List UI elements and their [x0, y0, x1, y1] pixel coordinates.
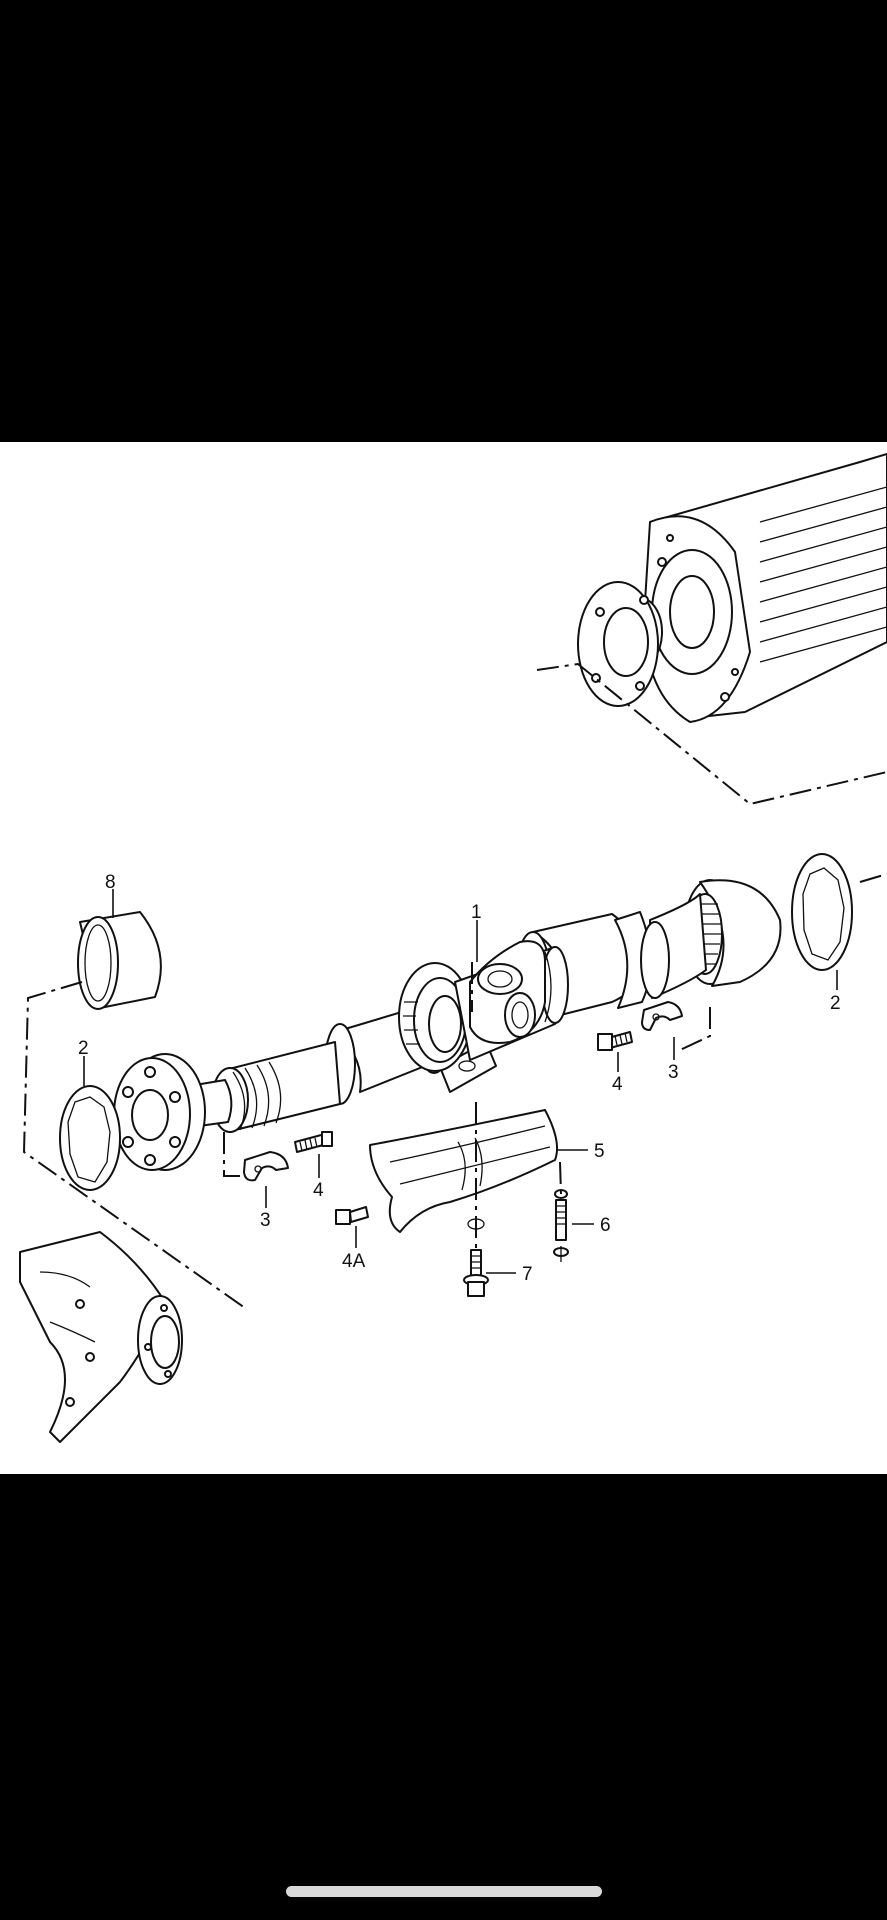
callout-4-right: 4 — [612, 1074, 623, 1095]
callout-4-left: 4 — [313, 1180, 324, 1201]
bearing-sleeve — [77, 911, 162, 1010]
bolt-6 — [553, 1189, 569, 1262]
bracket-right — [641, 1001, 683, 1031]
callout-3-left: 3 — [260, 1210, 271, 1231]
callout-5: 5 — [594, 1141, 605, 1162]
bottom-black-band — [0, 1474, 887, 1920]
callout-1: 1 — [471, 902, 482, 923]
heat-shield — [369, 1109, 558, 1233]
callout-4a: 4A — [342, 1251, 366, 1272]
callout-8: 8 — [105, 872, 116, 893]
alignment-line-left — [22, 981, 246, 1309]
home-indicator[interactable] — [286, 1886, 602, 1897]
bracket-left — [243, 1151, 289, 1182]
callout-6: 6 — [600, 1215, 611, 1236]
transmission-housing — [577, 453, 887, 723]
top-black-band — [0, 0, 887, 442]
alignment-line-right — [679, 873, 887, 1051]
bolt-7 — [463, 1249, 489, 1297]
callout-7: 7 — [522, 1264, 533, 1285]
bolt-left — [294, 1131, 333, 1153]
alignment-line-top — [536, 662, 887, 806]
coupling-disc-right — [791, 853, 853, 971]
coupling-disc-left — [59, 1085, 121, 1191]
bolt-4a — [335, 1206, 369, 1225]
callout-2-left: 2 — [78, 1038, 89, 1059]
drive-shaft — [113, 879, 782, 1171]
front-housing — [19, 1231, 183, 1443]
callout-2-right: 2 — [830, 993, 841, 1014]
alignment-line-bolt-left — [223, 1132, 242, 1177]
bolt-right — [597, 1031, 633, 1051]
alignment-line-center — [471, 962, 562, 1250]
callout-3-right: 3 — [668, 1062, 679, 1083]
parts-diagram: 8 1 2 2 4 3 5 4 3 6 4A 7 — [0, 442, 887, 1474]
